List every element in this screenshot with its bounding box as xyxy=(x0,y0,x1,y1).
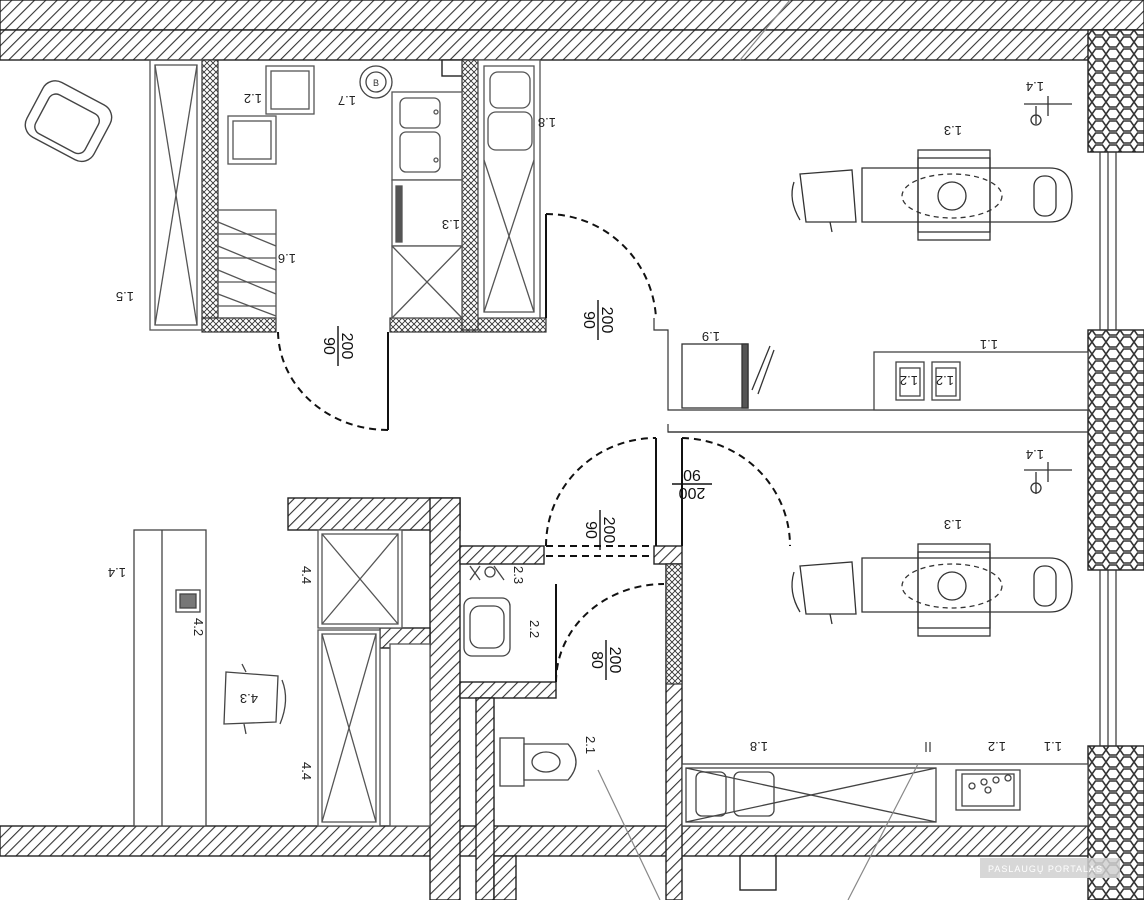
door-dim-2: 200 90 xyxy=(580,300,615,340)
dental-chair-bottom-label: 1.3 xyxy=(944,517,962,532)
door-dim-1: 200 90 xyxy=(320,326,355,366)
light-bottom-label: 1.4 xyxy=(1026,447,1044,462)
svg-text:200: 200 xyxy=(598,307,615,334)
dental-chair-top xyxy=(791,149,1073,241)
partitions xyxy=(201,59,1088,685)
wc-hygiene-label: 2.3 xyxy=(511,566,526,584)
shoe-rack xyxy=(217,209,277,319)
door-dimensions: 200 90 200 90 200 90 200 90 200 80 xyxy=(320,300,712,680)
desk-top-label: 1.1 xyxy=(980,337,998,352)
door-dim-5: 200 80 xyxy=(588,640,623,680)
door-dim-4: 200 90 xyxy=(582,510,617,550)
svg-text:200: 200 xyxy=(338,333,355,360)
windows xyxy=(1099,151,1117,747)
light-bottom xyxy=(1024,462,1072,494)
wc-toilet-label: 2.1 xyxy=(583,736,598,754)
kitchen-unit xyxy=(391,91,463,319)
laundry-basket-label: 1.7 xyxy=(338,93,356,108)
reception-pc-label: 4.2 xyxy=(191,618,206,636)
svg-text:90: 90 xyxy=(582,521,599,539)
shoe-cabinet-label: 1.6 xyxy=(278,251,296,266)
svg-text:200: 200 xyxy=(600,517,617,544)
sterilizer-a-label: 1.2 xyxy=(900,373,918,388)
storage-cabinet xyxy=(149,59,203,331)
autoclave-bottom-label: 1.2 xyxy=(988,739,1006,754)
counter-bottom-label: 1.1 xyxy=(1044,739,1062,754)
armchair xyxy=(24,80,113,163)
sink-cabinet xyxy=(477,59,541,319)
boxes xyxy=(227,65,315,165)
light-top xyxy=(1024,96,1072,126)
reception-chair xyxy=(223,663,287,735)
wardrobe-top-label: 4.4 xyxy=(299,566,314,584)
storage-cabinet-label: 1.5 xyxy=(116,289,134,304)
dental-chair-bottom xyxy=(791,543,1073,637)
guide-lines xyxy=(597,0,919,900)
laundry-basket: B xyxy=(359,65,393,99)
reception-desk-label: 1.4 xyxy=(108,565,126,580)
wardrobe-bottom-label: 4.4 xyxy=(299,762,314,780)
wc-fixtures xyxy=(463,565,577,787)
watermark: PASLAUGŲ PORTALAS xyxy=(980,858,1120,878)
sink-cabinet-label: 1.8 xyxy=(538,115,556,130)
svg-text:90: 90 xyxy=(683,466,701,483)
micro-oven-label: 1.3 xyxy=(442,217,460,232)
reception-desk xyxy=(133,529,207,827)
door-dim-3: 200 90 xyxy=(672,466,712,501)
svg-text:200: 200 xyxy=(606,647,623,674)
svg-text:PASLAUGŲ PORTALAS: PASLAUGŲ PORTALAS xyxy=(988,864,1103,874)
svg-text:B: B xyxy=(373,78,379,88)
svg-text:90: 90 xyxy=(580,311,597,329)
lab-unit xyxy=(681,343,775,409)
wc-basin-label: 2.2 xyxy=(527,620,542,638)
svg-text:200: 200 xyxy=(679,484,706,501)
svg-text:90: 90 xyxy=(320,337,337,355)
light-top-label: 1.4 xyxy=(1026,79,1044,94)
lab-unit-label: 1.9 xyxy=(702,329,720,344)
fridge-top-label: 1.2 xyxy=(244,91,262,106)
sterilizer-b-label: 1.2 xyxy=(936,373,954,388)
sink-counter-bottom xyxy=(681,742,1089,827)
reception-chair-label: 4.3 xyxy=(240,691,258,706)
sink-counter-bottom-label: 1.8 xyxy=(750,739,768,754)
dental-chair-top-label: 1.3 xyxy=(944,123,962,138)
svg-text:80: 80 xyxy=(588,651,605,669)
desk-top xyxy=(873,351,1089,411)
wardrobes xyxy=(317,529,431,827)
